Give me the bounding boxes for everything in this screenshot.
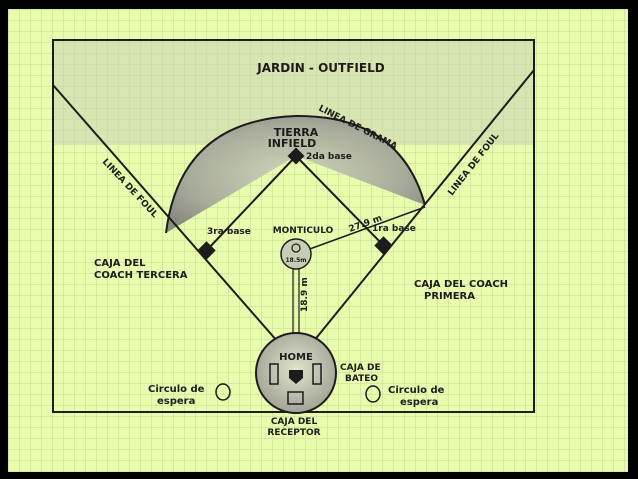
pitcher-mound	[280, 238, 312, 270]
infield-label-1: TIERRA	[274, 126, 319, 139]
on-deck-right-label-2: espera	[400, 397, 438, 408]
home-label: HOME	[279, 352, 313, 363]
home-plate	[289, 370, 303, 384]
catcher-box-label-1: CAJA DEL	[271, 417, 318, 427]
batter-box-label-1: CAJA DE	[340, 363, 381, 373]
path-second-third	[206, 155, 297, 251]
batter-box-left	[269, 363, 279, 385]
coach-first-label-1: CAJA DEL COACH	[414, 279, 508, 290]
batter-box-right	[312, 363, 322, 385]
catcher-box	[287, 391, 304, 405]
mound-to-first-line	[295, 206, 426, 255]
top-bar	[0, 0, 638, 9]
field-border	[52, 39, 535, 413]
third-base-label: 3ra base	[207, 227, 251, 237]
on-deck-circle-left	[215, 383, 231, 401]
path-second-first	[295, 155, 384, 246]
home-distance-label: 18.9 m	[300, 277, 310, 312]
third-base	[197, 241, 216, 260]
second-base-label: 2da base	[306, 152, 352, 162]
on-deck-left-label-1: Circulo de	[148, 384, 205, 395]
on-deck-circle-right	[365, 385, 381, 403]
on-deck-left-label-2: espera	[157, 396, 195, 407]
first-base	[374, 236, 393, 255]
on-deck-right-label-1: Circulo de	[388, 385, 445, 396]
second-base	[287, 147, 305, 165]
infield-label-2: INFIELD	[268, 137, 317, 150]
pitcher-rubber	[291, 243, 301, 253]
foul-line-right	[312, 69, 535, 343]
infield-dirt	[166, 115, 425, 233]
foul-line-left	[52, 84, 279, 343]
coach-third-label-2: COACH TERCERA	[94, 270, 188, 281]
first-base-label: 1ra base	[372, 224, 416, 234]
catcher-box-label-2: RECEPTOR	[267, 428, 320, 438]
outfield-label: JARDIN - OUTFIELD	[256, 61, 384, 75]
grass-line-arc	[165, 114, 426, 234]
mound-distance-label: 18.5m	[285, 257, 306, 264]
batter-box-label-2: BATEO	[345, 374, 378, 384]
coach-third-label-1: CAJA DEL	[94, 258, 146, 269]
mound-label: MONTICULO	[273, 226, 334, 236]
coach-first-label-2: PRIMERA	[424, 291, 475, 302]
